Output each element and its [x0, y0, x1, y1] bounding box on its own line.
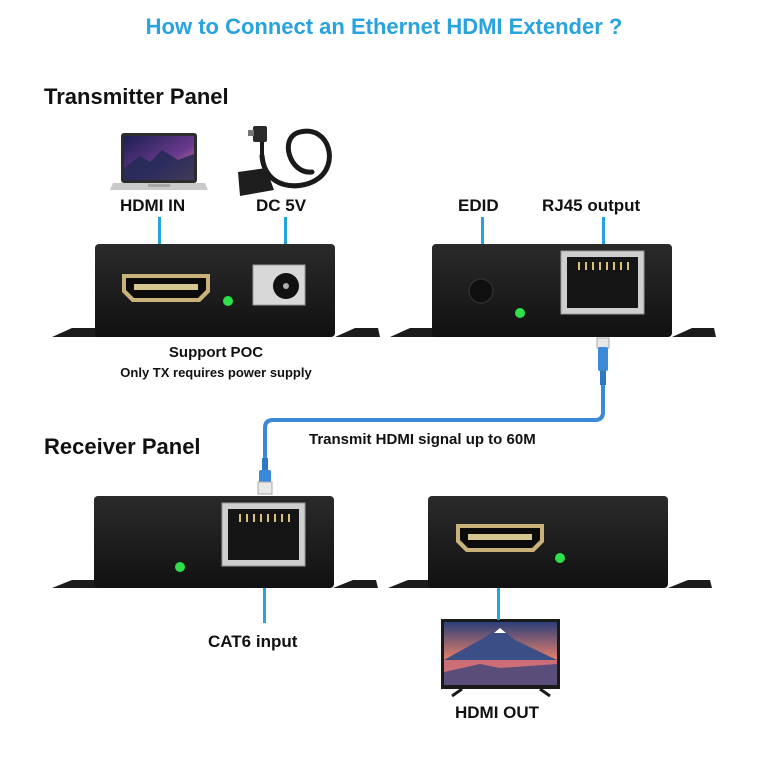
edid-label: EDID: [458, 196, 499, 215]
power-adapter-icon: [238, 126, 332, 196]
rj45-plug-rx: [257, 458, 273, 495]
hdmi-in-label: HDMI IN: [120, 196, 186, 215]
cable-distance-label: Transmit HDMI signal up to 60M: [309, 431, 536, 448]
power-led-tx: [223, 296, 233, 306]
hdmi-out-label: HDMI OUT: [455, 703, 540, 722]
cat6-callout-line: [263, 568, 266, 623]
dc-5v-label: DC 5V: [256, 196, 307, 215]
hdmi-port-out: [456, 524, 544, 552]
transmitter-panel-heading: Transmitter Panel: [44, 84, 229, 109]
power-led-tx2: [515, 308, 525, 318]
dc-jack: [252, 264, 306, 306]
laptop-icon: [110, 133, 208, 190]
rj45-port-tx: [560, 250, 645, 315]
hdmi-port-in: [122, 274, 210, 302]
cat6-input-label: CAT6 input: [208, 632, 298, 651]
transmitter-unit-front: [52, 244, 380, 337]
rj45-callout-line: [602, 217, 605, 253]
rj45-plug-tx: [596, 337, 610, 385]
power-led-rx2: [555, 553, 565, 563]
page-title: How to Connect an Ethernet HDMI Extender…: [145, 14, 623, 39]
edid-button: [468, 278, 494, 304]
receiver-unit-output: [388, 496, 712, 588]
support-poc-note: Support POC: [168, 344, 264, 361]
power-led-rx: [175, 562, 185, 572]
receiver-panel-heading: Receiver Panel: [44, 434, 201, 459]
transmitter-unit-back: [390, 244, 716, 337]
power-supply-note: Only TX requires power supply: [120, 365, 312, 380]
rj45-output-label: RJ45 output: [542, 196, 641, 215]
tv-icon: [441, 619, 560, 698]
rj45-port-rx: [221, 502, 306, 567]
receiver-unit-input: [52, 496, 378, 588]
network-cable: [263, 385, 605, 458]
